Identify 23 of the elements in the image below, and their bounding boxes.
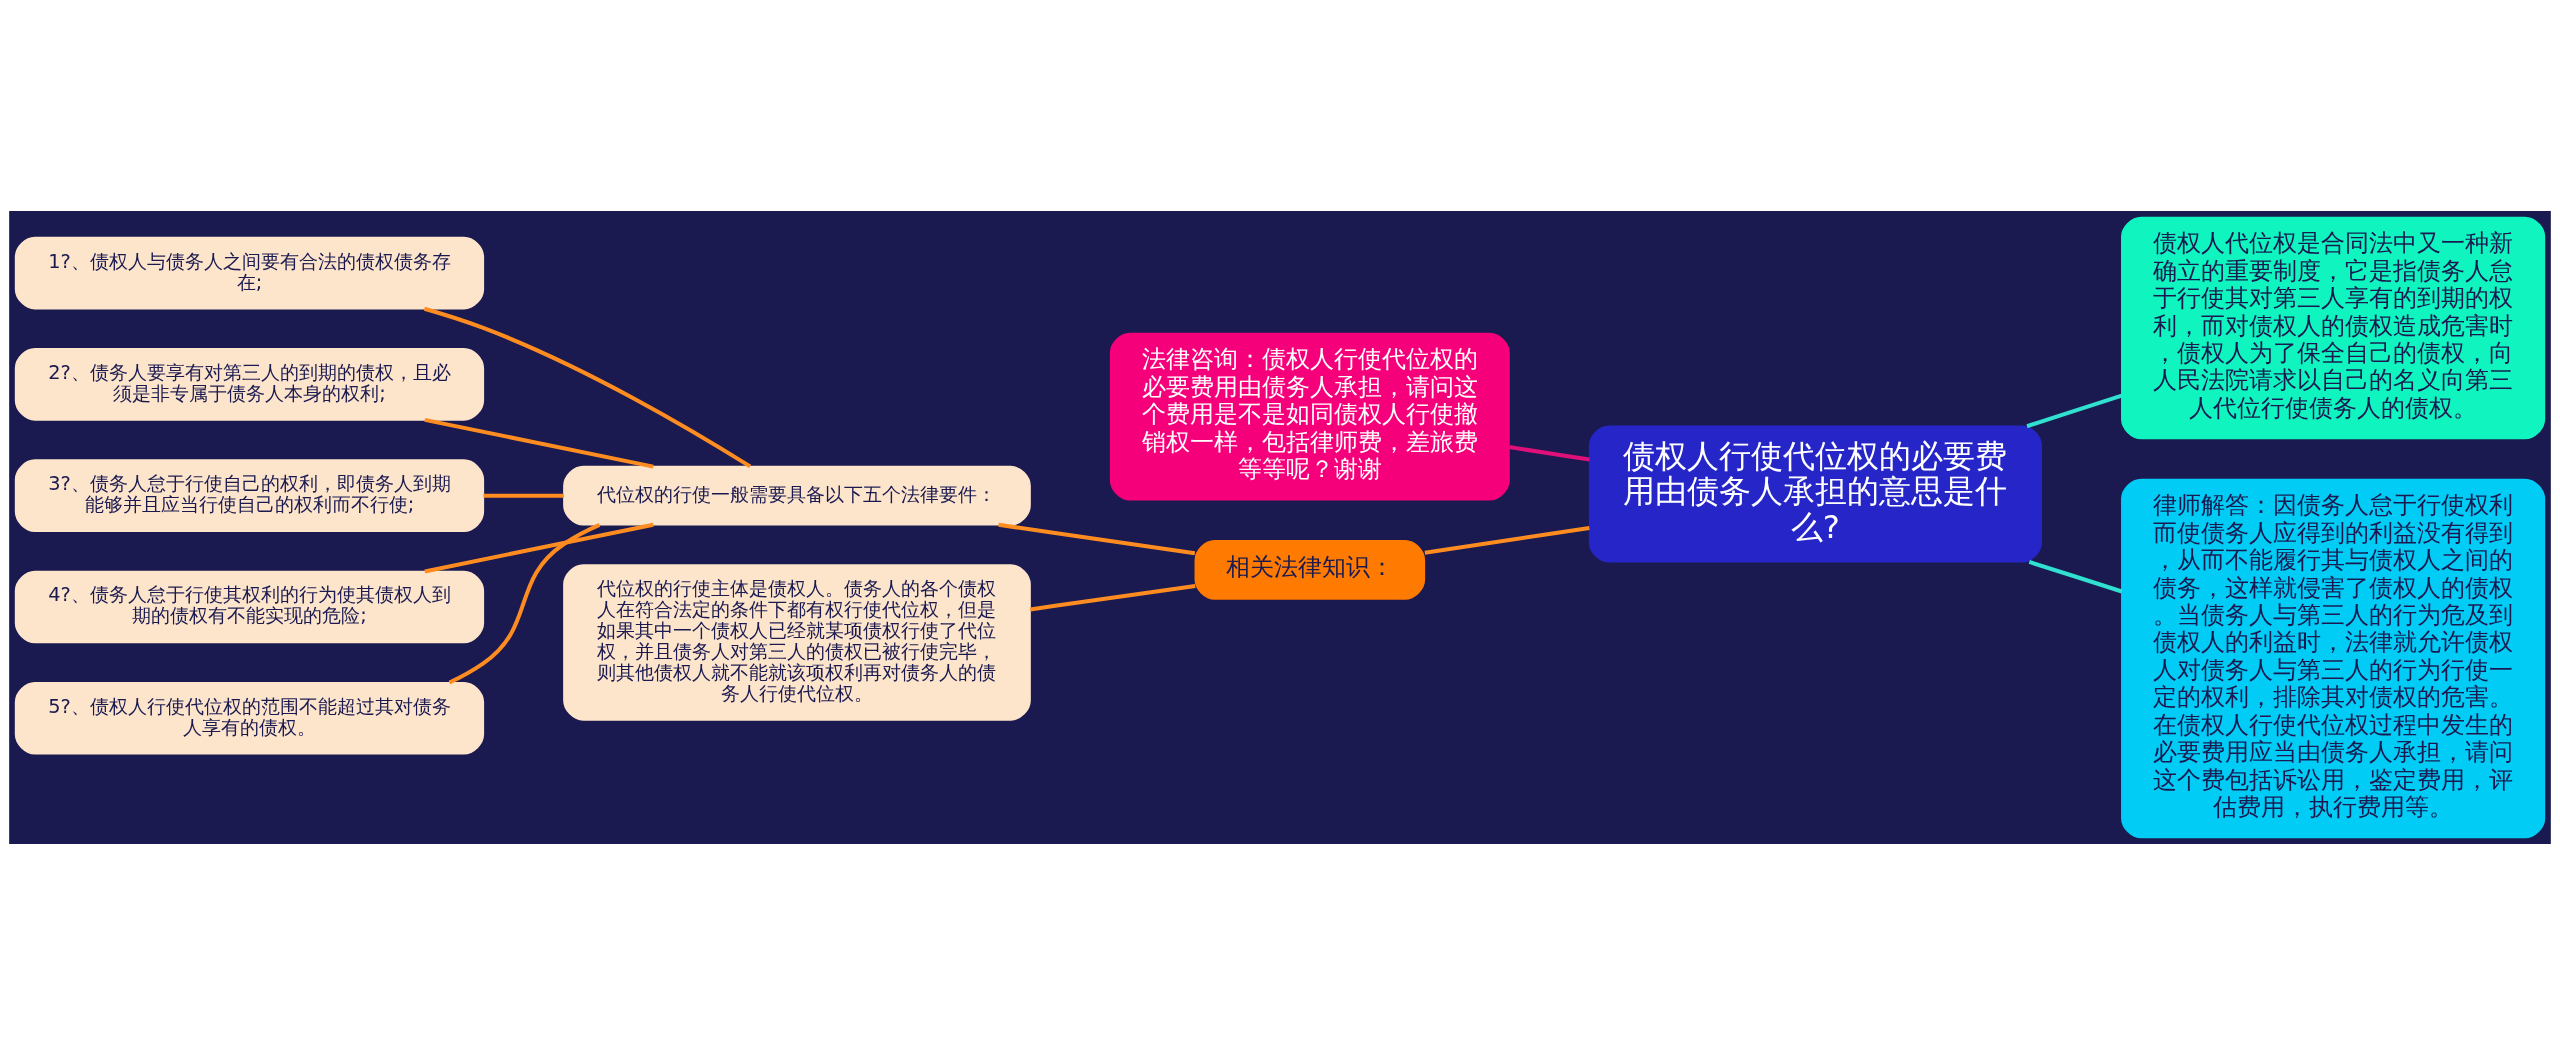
connector — [423, 306, 752, 469]
connector — [1424, 525, 1590, 555]
node-box: 代位权的行使一般需要具备以下五个法律要件： — [563, 465, 1031, 526]
connector — [1508, 445, 1590, 462]
node-box: 2?、债务人要享有对第三人的到期的债权，且必须是非专属于债务人本身的权利; — [14, 348, 485, 421]
node-box: 1?、债权人与债务人之间要有合法的债权债务存在; — [14, 236, 485, 310]
connector — [424, 417, 654, 469]
node-box: 债权人行使代位权的必要费用由债务人承担的意思是什么? — [1588, 425, 2042, 563]
node-box: 5?、债权人行使代位权的范围不能超过其对债务人享有的债权。 — [14, 681, 485, 755]
connector — [424, 522, 654, 574]
connector — [1030, 583, 1196, 612]
node-box: 法律咨询：债权人行使代位权的必要费用由债务人承担，请问这个费用是不是如同债权人行使撤销权一样，包括律师费，差旅费等等呢？谢谢 — [1109, 332, 1510, 501]
connector — [483, 493, 564, 498]
node-box: 债权人代位权是合同法中又一种新确立的重要制度，它是指债务人怠于行使其对第三人享有的到期的权利，而对债权人的债权造成危害时，债权人为了保全自己的债权，向人民法院请求以自己的名义向第三人代位行使债务人的债权。 — [2121, 216, 2546, 440]
connector — [2028, 560, 2123, 594]
node-box: 4?、债务人怠于行使其权利的行为使其债权人到期的债权有不能实现的危险; — [14, 570, 485, 644]
connector — [448, 523, 601, 685]
connector — [2026, 393, 2123, 429]
node-box: 相关法律知识： — [1194, 540, 1426, 600]
node-box: 3?、债务人怠于行使自己的权利，即债务人到期能够并且应当行使自己的权利而不行使; — [14, 459, 485, 532]
node-box: 律师解答：因债务人怠于行使权利而使债务人应得到的利益没有得到，从而不能履行其与债权人之间的债务，这样就侵害了债权人的债权。当债务人与第三人的行为危及到债权人的利益时，法律就允许债权人对债务人与第三人的行为行使一定的权利，排除其对债权的危害。在债权人行使代位权过程中发生的必要费用应当由债务人承担，请问这个费包括诉讼用，鉴定费用，评估费用，执行费用等。 — [2121, 478, 2546, 839]
connector — [998, 522, 1196, 556]
node-box: 代位权的行使主体是债权人。债务人的各个债权人在符合法定的条件下都有权行使代位权，但是如果其中一个债权人已经就某项债权行使了代位权，并且债务人对第三人的债权已被行使完毕，则其他债权人就不能就该项权利再对债务人的债务人行使代位权。 — [563, 564, 1031, 721]
